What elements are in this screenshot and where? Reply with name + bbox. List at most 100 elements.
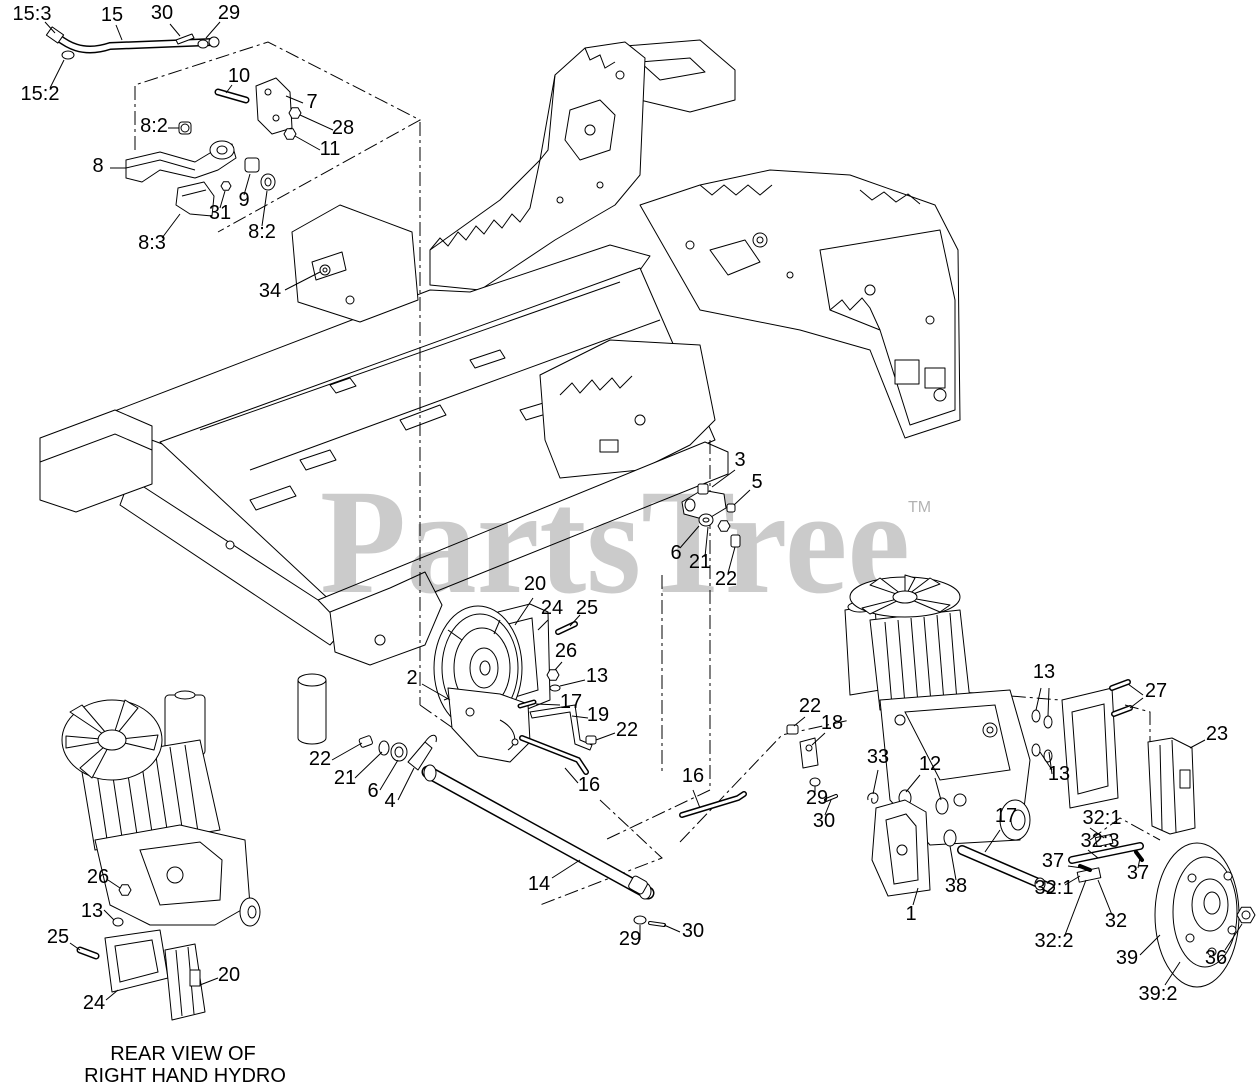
right-hydro-assembly-line-art — [986, 726, 994, 734]
right-hydro-assembly-line-art — [949, 612, 958, 702]
mount-bracket-assembly-line-art — [717, 520, 731, 532]
right-hydro-assembly-line-art — [892, 590, 918, 604]
callout-label: 17 — [995, 805, 1017, 827]
tractor-frame-line-art — [345, 295, 355, 305]
right-hydro-assembly-line-art — [799, 737, 819, 769]
callout-label: 24 — [541, 597, 563, 619]
right-hydro-assembly-line-art — [953, 793, 967, 807]
callout-label: 32:3 — [1081, 830, 1120, 852]
right-hydro-assembly-line-art — [869, 577, 906, 598]
callout-label: 12 — [919, 753, 941, 775]
callout-label: 20 — [524, 573, 546, 595]
callout-label: 32:2 — [1035, 930, 1074, 952]
rear-view-hydro-line-art — [114, 939, 159, 983]
tractor-frame-line-art — [297, 679, 327, 745]
rear-view-hydro-line-art — [164, 943, 206, 1021]
callout-label: 37 — [1127, 862, 1149, 884]
callout-label: 19 — [587, 704, 609, 726]
left-hydro-assembly-line-art — [358, 735, 373, 748]
control-lever-parts-line-art — [125, 159, 196, 171]
control-lever-parts-line-art — [272, 114, 280, 122]
callout-label: 22 — [715, 568, 737, 590]
right-hydro-assembly-line-art — [867, 792, 879, 804]
callout-label: 29 — [619, 928, 641, 950]
tractor-frame-line-art — [469, 349, 506, 369]
right-hydro-assembly-line-art — [1171, 739, 1177, 833]
rear-view-hydro-line-art — [169, 746, 184, 835]
right-hydro-assembly-line-art — [923, 616, 932, 704]
right-hydro-assembly-line-art — [1147, 737, 1196, 835]
callouts-right-hydro: 13 27 22 18 23 33 13 16 12 29 30 17 32:1… — [682, 661, 1228, 1005]
rear-view-hydro-line-art — [118, 884, 132, 896]
control-lever-parts-line-art — [181, 189, 207, 197]
control-lever-parts-line-art — [255, 77, 293, 135]
right-hydro-assembly-line-art — [1110, 680, 1130, 690]
left-hydro-assembly-line-art — [546, 669, 560, 681]
callout-label: 8:3 — [138, 232, 166, 254]
left-hydro-assembly-line-art — [424, 734, 437, 743]
left-hydro-assembly-line-art — [520, 736, 588, 774]
callout-label: 39:2 — [1139, 983, 1178, 1005]
phantom-lines-line-art — [134, 41, 422, 233]
phantom-lines-line-art — [539, 799, 663, 906]
callout-label: 8 — [92, 155, 103, 177]
right-hydro-assembly-line-art — [861, 596, 906, 615]
callout-label: 29 — [806, 787, 828, 809]
control-lever-parts-line-art — [216, 145, 228, 155]
left-hydro-assembly-line-art — [649, 922, 665, 926]
right-hydro-assembly-line-art — [897, 619, 906, 706]
right-hydro-assembly-line-art — [1094, 833, 1114, 848]
callout-label: 30 — [682, 920, 704, 942]
tractor-frame — [39, 39, 961, 745]
right-hydro-assembly-line-art — [904, 577, 941, 598]
callout-label: 15:2 — [21, 83, 60, 105]
tractor-frame-line-art — [299, 449, 337, 471]
right-hydro-assembly-line-art — [1043, 715, 1053, 729]
tractor-frame-line-art — [584, 47, 616, 69]
tractor-frame-line-art — [709, 239, 761, 276]
right-hydro-assembly-line-art — [809, 777, 821, 787]
control-lever-parts-line-art — [216, 90, 248, 102]
tractor-frame-line-art — [924, 367, 946, 389]
callout-label: 3 — [734, 449, 745, 471]
callout-label: 18 — [821, 712, 843, 734]
rear-view-hydro-line-art — [139, 841, 223, 906]
callout-label: 21 — [689, 551, 711, 573]
left-hydro-assembly-line-art — [499, 719, 516, 751]
control-lever-parts-line-art — [175, 33, 195, 45]
tractor-frame-line-art — [933, 388, 947, 402]
callout-label: 9 — [238, 189, 249, 211]
right-hydro-assembly-line-art — [894, 714, 906, 726]
right-hydro-assembly-line-art — [786, 724, 799, 735]
callout-label: 36 — [1205, 947, 1227, 969]
tractor-frame-line-art — [685, 240, 695, 250]
tractor-frame-line-art — [399, 404, 447, 431]
right-hydro-assembly-line-art — [1071, 703, 1109, 795]
control-lever-parts-line-art — [220, 181, 232, 191]
tractor-frame-line-art — [925, 315, 935, 325]
callout-label: 23 — [1206, 723, 1228, 745]
right-hydro-assembly-line-art — [825, 795, 837, 801]
tractor-frame-line-art — [786, 271, 794, 279]
callout-label: 20 — [218, 964, 240, 986]
right-hydro-assembly-line-art — [896, 844, 908, 856]
tractor-frame-line-art — [39, 409, 153, 513]
right-hydro-assembly-line-art — [1241, 910, 1251, 920]
callout-label: 26 — [87, 866, 109, 888]
rear-view-hydro-line-art — [247, 905, 257, 919]
right-hydro-assembly-line-art — [1061, 687, 1119, 809]
caption-line-1: REAR VIEW OF — [110, 1043, 256, 1065]
rear-view-hydro-line-art — [166, 866, 184, 884]
left-hydro-assembly-line-art — [493, 619, 501, 635]
left-hydro-assembly-line-art — [511, 738, 519, 746]
right-hydro-assembly-line-art — [1134, 850, 1144, 862]
caption-line-2: RIGHT HAND HYDRO — [84, 1065, 286, 1087]
left-hydro-assembly-line-art — [519, 701, 535, 707]
phantom-lines-line-art — [961, 691, 1061, 701]
callout-label: 32:1 — [1035, 877, 1074, 899]
right-hydro-assembly-line-art — [935, 797, 949, 815]
callout-label: 15 — [101, 4, 123, 26]
tractor-frame-line-art — [559, 375, 633, 396]
right-hydro-assembly-line-art — [904, 704, 1011, 781]
